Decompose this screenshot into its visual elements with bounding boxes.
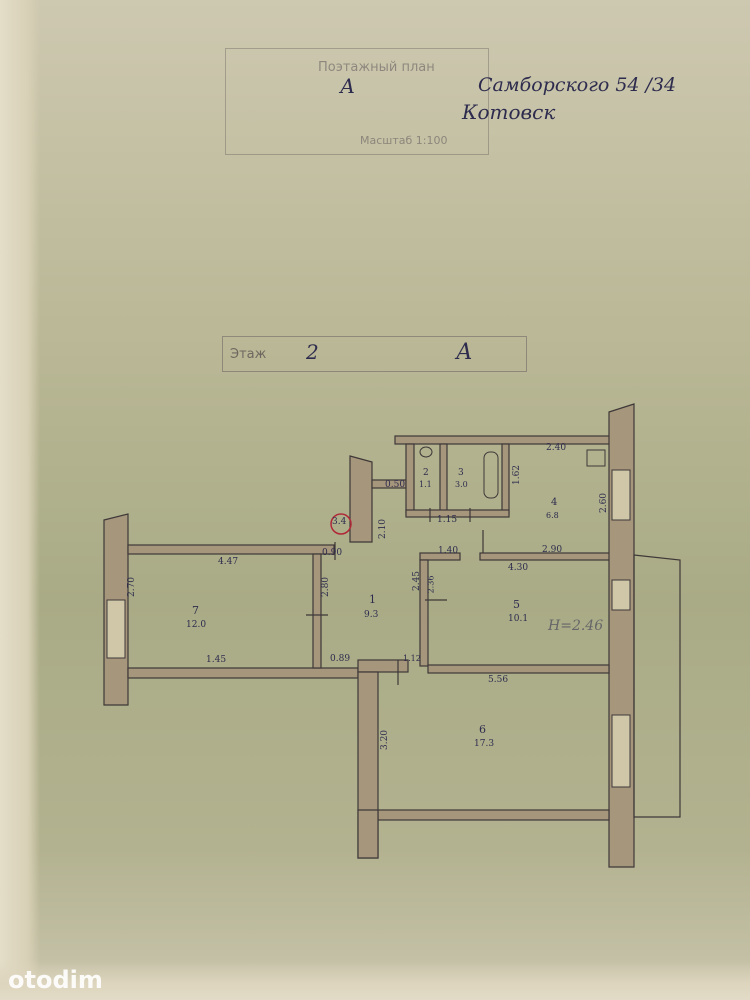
building-letter: А [340, 74, 356, 98]
floor-prefix: Этаж [230, 347, 267, 362]
wall-room7-bottom [127, 667, 359, 679]
floor-label-box [222, 336, 527, 372]
wall-room7-top [127, 544, 335, 555]
dimension-label: 5.56 [488, 675, 509, 685]
dimension-label: 1.40 [438, 546, 459, 556]
dimension-label: 2.70 [127, 576, 138, 598]
dimension-label: 2.45 [412, 570, 423, 592]
window-room5 [611, 579, 631, 611]
room-5-number: 5 [513, 598, 520, 611]
room-3-area: 3.0 [455, 480, 468, 489]
dimension-label: 0.90 [322, 548, 343, 558]
wall-room6-corner [357, 809, 379, 859]
stamp-scale: Масштаб 1:100 [360, 134, 448, 147]
dimension-label: 4.30 [508, 563, 529, 573]
dimension-label: 2.40 [546, 443, 567, 453]
wall-hall-column [349, 455, 373, 543]
floor-letter: А [456, 340, 473, 365]
dimension-label: 1.45 [206, 655, 227, 665]
dimension-label: 1.62 [512, 464, 523, 486]
wall-bath-kitchen [501, 443, 510, 515]
wall-wc-bath [439, 443, 448, 515]
window-kitchen [611, 469, 631, 521]
circle-mark [330, 513, 352, 535]
room-7-area: 12.0 [186, 620, 207, 630]
stamp-title: Поэтажный план [318, 60, 435, 75]
address-line-2: Котовск [462, 100, 556, 124]
floor-number: 2 [306, 340, 319, 364]
paper-edge [0, 0, 40, 1000]
dimension-label: 1.12 [403, 654, 421, 663]
room-6-number: 6 [479, 723, 486, 736]
window-room6 [611, 714, 631, 788]
toilet-fixture [419, 446, 433, 458]
room-4-number: 4 [551, 497, 558, 508]
dimension-label: 0.89 [330, 654, 351, 664]
wall-hall-bottom [357, 659, 409, 673]
title-stamp [225, 48, 489, 155]
wall-room5-left [419, 559, 429, 667]
window-room7 [106, 599, 126, 659]
room-2-number: 2 [423, 468, 429, 478]
room-6-area: 17.3 [474, 739, 495, 749]
room-5-area: 10.1 [508, 614, 529, 624]
room-2-area: 1.1 [419, 480, 432, 489]
wall-room6-bottom [377, 809, 610, 821]
stove-fixture [586, 449, 606, 467]
wall-wc-left [405, 443, 415, 515]
watermark-logo: otodim [8, 966, 103, 994]
dimension-label: 4.47 [218, 557, 239, 567]
address-line-1: Самборского 54 /34 [478, 74, 677, 96]
bathtub-fixture [483, 451, 499, 499]
wall-hall-kitchen [419, 552, 461, 561]
dimension-label: 2.90 [542, 545, 563, 555]
dimension-label: 0.50 [385, 480, 406, 490]
wall-room7-right [312, 553, 322, 669]
ceiling-note: H=2.46 [548, 618, 604, 634]
room-4-area: 6.8 [546, 511, 559, 520]
circle-mark-label: 3.4 [332, 517, 347, 527]
dimension-label: 3.20 [380, 729, 391, 751]
balcony-outline [633, 554, 681, 818]
paper-edge-bottom [0, 960, 750, 1000]
wall-service-bottom [405, 509, 510, 518]
dimension-label: 2.60 [599, 492, 610, 514]
room-1-area: 9.3 [364, 610, 379, 620]
wall-room5-bottom [427, 664, 610, 674]
dimension-label: 2.36 [426, 575, 436, 594]
wall-service-top [394, 435, 612, 445]
room-1-number: 1 [369, 593, 376, 606]
dimension-label: 2.10 [378, 518, 389, 540]
room-3-number: 3 [458, 468, 464, 478]
room-7-number: 7 [192, 604, 199, 617]
dimension-label: 2.80 [321, 576, 332, 598]
dimension-label: 1.15 [437, 515, 458, 525]
